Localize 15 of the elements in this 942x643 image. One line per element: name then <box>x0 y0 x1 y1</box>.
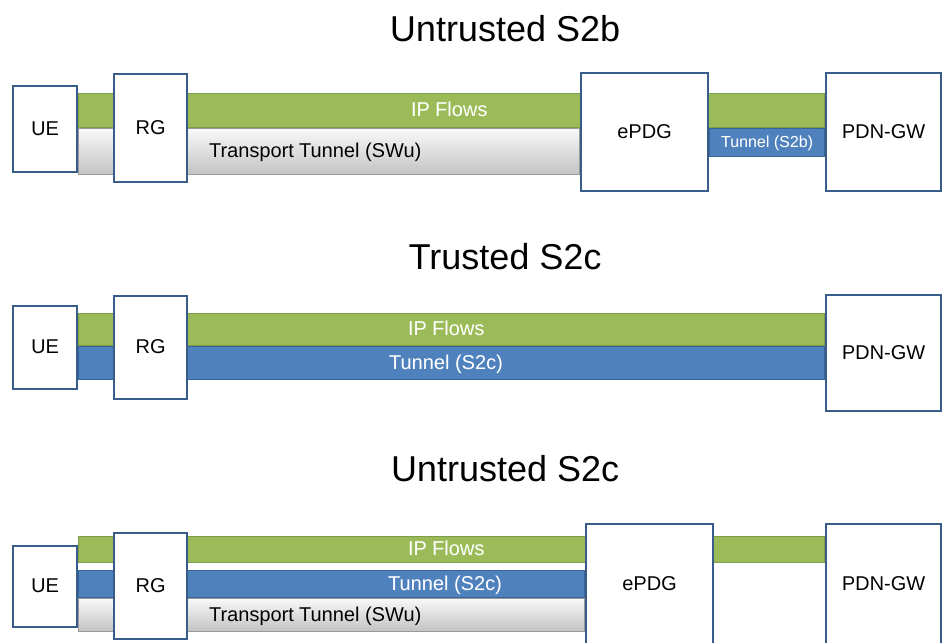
network-node-box: ePDG <box>580 72 709 192</box>
section-heading: Untrusted S2b <box>388 8 622 50</box>
section-heading: Trusted S2c <box>408 236 602 278</box>
network-node-box: PDN-GW <box>825 294 942 412</box>
network-node-box: ePDG <box>585 523 714 643</box>
section-heading: Untrusted S2c <box>390 448 620 490</box>
network-node-box: UE <box>12 305 78 390</box>
network-node-box: PDN-GW <box>825 523 942 643</box>
network-node-box: RG <box>113 73 188 183</box>
network-node-box: UE <box>12 545 78 628</box>
tunnel-band: Tunnel (S2b) <box>709 128 825 157</box>
network-node-box: RG <box>113 295 188 400</box>
network-node-box: PDN-GW <box>825 72 942 192</box>
network-node-box: RG <box>113 532 188 640</box>
network-node-box: UE <box>12 85 78 173</box>
